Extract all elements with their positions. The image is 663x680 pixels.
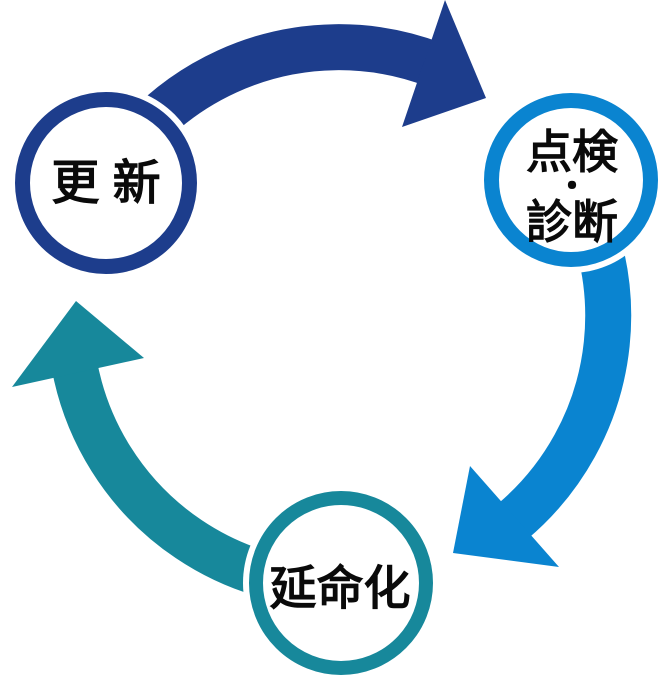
node-life-extension-ring (249, 491, 433, 675)
node-inspection-ring (484, 93, 658, 267)
node-update-label: 更 新 (51, 157, 161, 210)
arrow-head-life-extension-to-update (12, 301, 144, 387)
arrow-head-inspection-to-life-extension (453, 466, 559, 567)
node-inspection-label-line2: 診断 (526, 196, 618, 248)
node-inspection-label: 点検 ・ 診断 (526, 128, 618, 246)
arrow-head-update-to-inspection (402, 0, 486, 127)
node-update-ring (15, 92, 197, 274)
node-inspection-label-line1: 点検 (526, 126, 618, 178)
node-update (9, 86, 203, 280)
node-life-extension-label: 延命化 (269, 561, 411, 615)
node-life-extension (243, 485, 439, 680)
node-inspection (478, 87, 663, 273)
node-inspection-label-separator-dot: ・ (555, 168, 589, 206)
